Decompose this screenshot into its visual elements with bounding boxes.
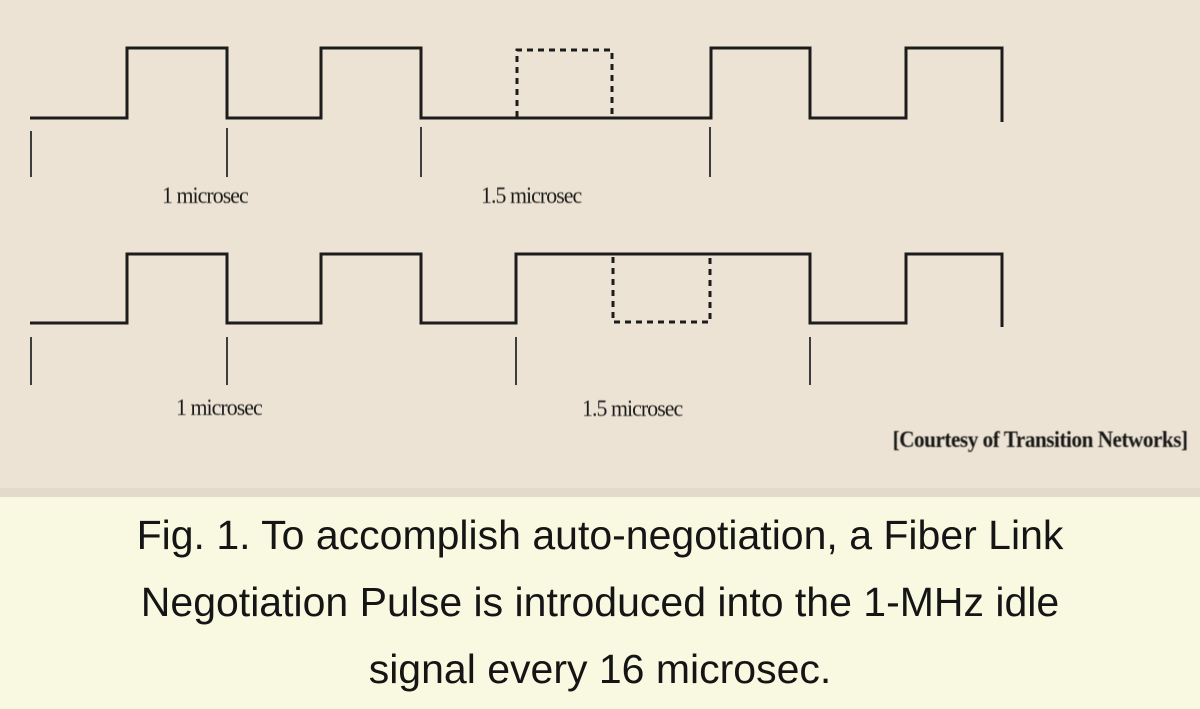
bottom-tick-marks [30, 337, 811, 385]
caption-line-2: Negotiation Pulse is introduced into the… [140, 579, 1060, 625]
courtesy-credit: [Courtesy of Transition Networks] [893, 427, 1188, 452]
top-waveform [30, 46, 1004, 177]
top-1point5-microsec-label: 1.5 microsec [481, 183, 582, 208]
figure-caption: Fig. 1. To accomplish auto-negotiation, … [0, 497, 1200, 709]
caption-line-3: signal every 16 microsec. [368, 646, 832, 692]
top-waveform-dashed-pulse [515, 48, 614, 117]
top-1-microsec-label: 1 microsec [162, 183, 249, 208]
waveform-diagram [30, 46, 1004, 385]
section-divider [0, 488, 1200, 497]
bottom-1point5-microsec-label: 1.5 microsec [582, 396, 683, 421]
bottom-1-microsec-label: 1 microsec [176, 395, 263, 420]
caption-line-1: Fig. 1. To accomplish auto-negotiation, … [136, 512, 1064, 558]
top-waveform-solid-trace [30, 46, 1004, 122]
top-tick-marks [30, 127, 711, 177]
bottom-waveform [30, 252, 1004, 385]
bottom-waveform-dashed-gap [611, 257, 712, 324]
bottom-waveform-solid-trace [30, 252, 1004, 327]
